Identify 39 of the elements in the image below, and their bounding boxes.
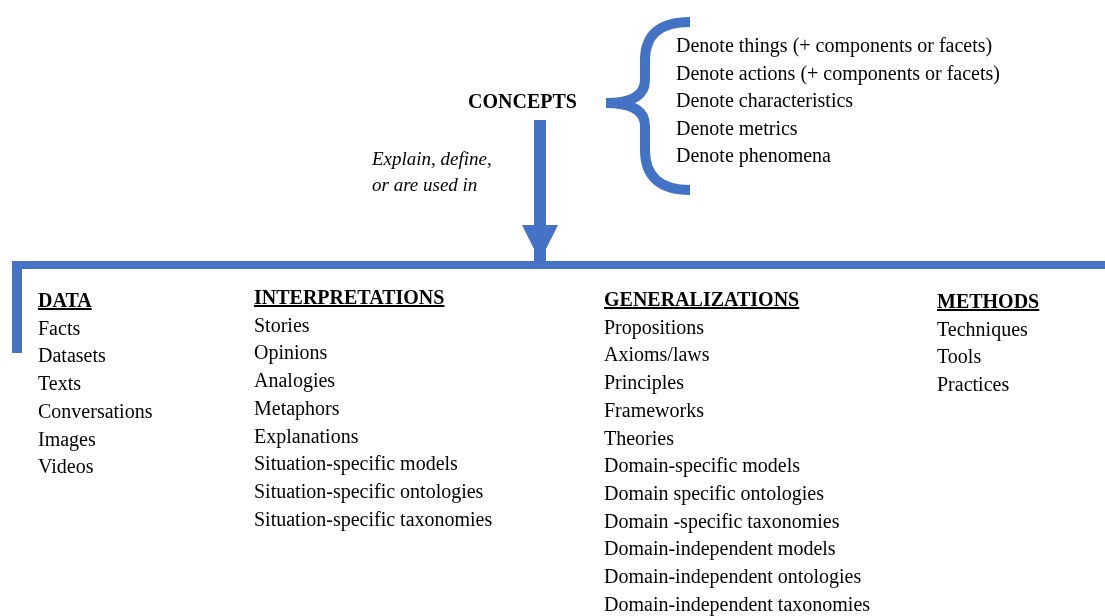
list-item: Frameworks [604,397,704,423]
list-item: Principles [604,370,684,396]
column-heading: GENERALIZATIONS [604,287,800,312]
list-item: Situation-specific ontologies [254,478,484,505]
list-item: Conversations [38,398,153,424]
description-text: Denote characteristics [676,88,854,113]
list-item: Axioms/laws [604,342,710,368]
column-heading: METHODS [937,289,1040,314]
list-item: Practices [937,372,1010,398]
description-text: Denote phenomena [676,143,831,169]
description-text: Denote things (+ components or facets) [676,33,993,59]
description-text: Denote metrics [676,115,798,141]
list-item: Techniques [937,316,1028,343]
list-item: Images [38,426,96,453]
list-item: Videos [38,454,94,480]
list-item: Texts [38,371,82,397]
list-item: Analogies [254,368,336,394]
list-item: Situation-specific models [254,451,458,477]
list-item: Domain-specific models [604,453,801,479]
arrow [522,120,558,261]
list-item: Metaphors [254,395,340,422]
column-heading: DATA [38,288,92,313]
list-item: Domain specific ontologies [604,480,824,507]
list-item: Theories [604,425,674,451]
list-item: Explanations [254,423,359,450]
list-item: Opinions [254,340,328,366]
list-item: Domain-independent ontologies [604,564,862,590]
list-item: Domain -specific taxonomies [604,508,840,535]
list-item: Facts [38,315,81,341]
description-text: Denote actions (+ components or facets) [676,60,1000,87]
concept-label: CONCEPTS [468,90,577,113]
list-item: Propositions [604,314,705,341]
list-item: Situation-specific taxonomies [254,506,493,533]
list-item: Domain-independent models [604,536,836,562]
list-item: Datasets [38,343,106,369]
list-item: Stories [254,312,310,338]
list-item: Domain-independent taxonomies [604,591,871,616]
list-item: Tools [937,344,982,370]
column-heading: INTERPRETATIONS [254,285,445,310]
